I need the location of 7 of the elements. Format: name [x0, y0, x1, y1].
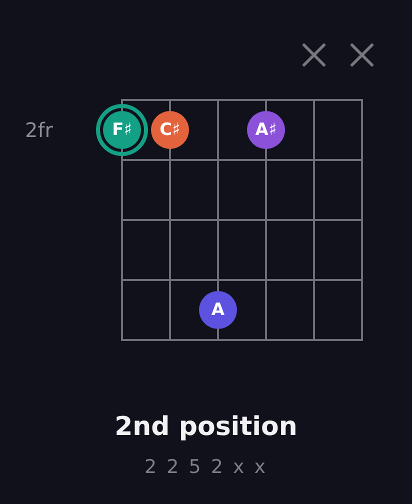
note-dot: C♯	[151, 111, 189, 149]
title: 2nd position	[114, 412, 298, 444]
note-dot: A♯	[247, 111, 285, 149]
fingering-text: 2 2 5 2 x x	[144, 456, 268, 479]
note-dot: A	[199, 291, 237, 329]
ringed-note-dot: F♯	[96, 104, 148, 156]
fret-label: 2fr	[25, 118, 53, 142]
